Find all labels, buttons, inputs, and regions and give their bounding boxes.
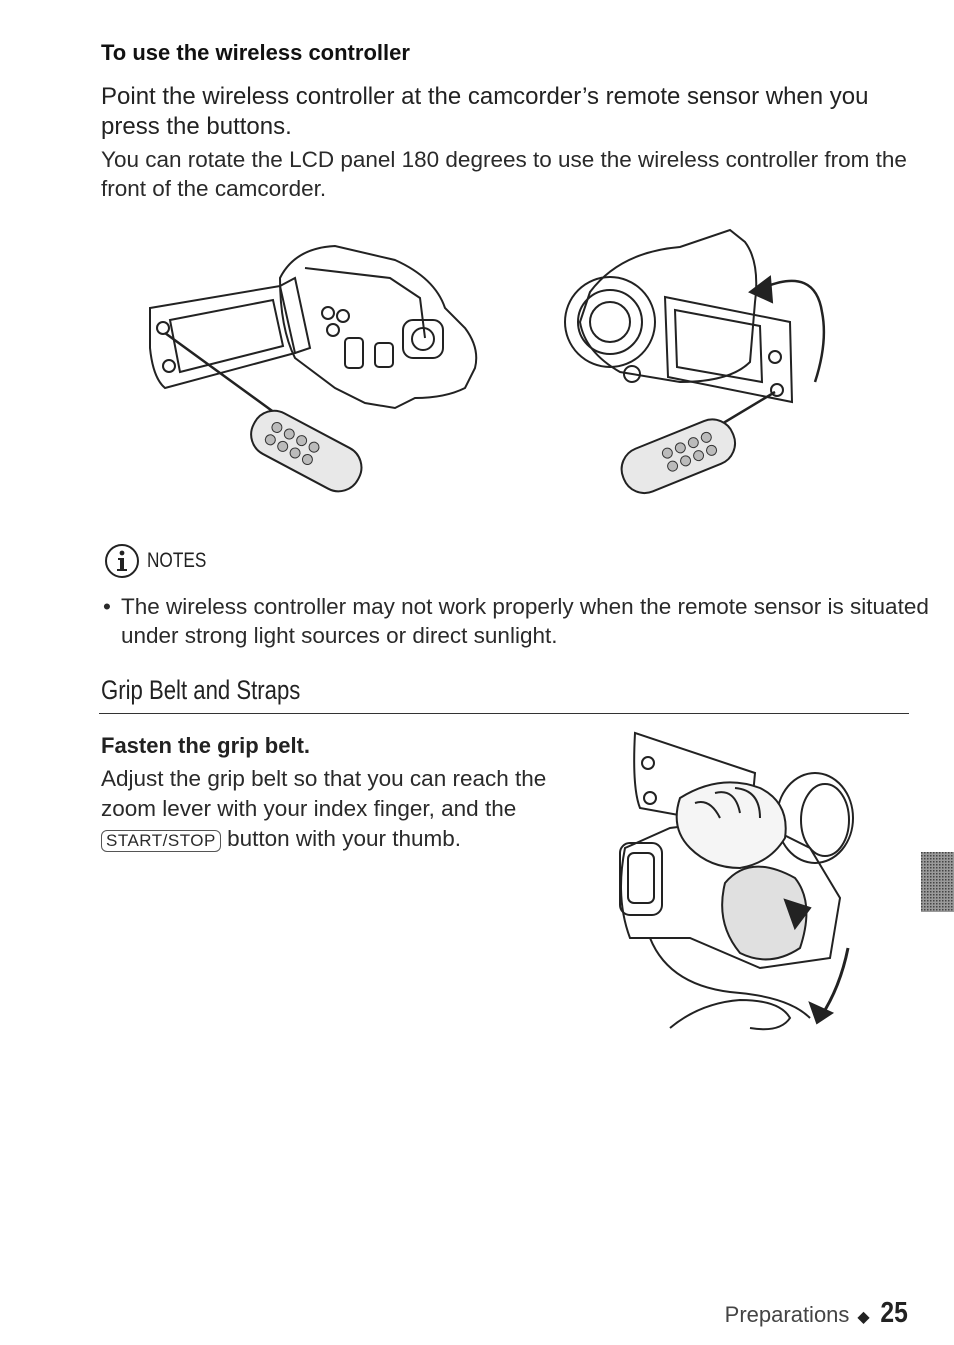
note-text: The wireless controller may not work pro… <box>121 594 929 648</box>
bullet: • <box>103 594 111 619</box>
grip-instruction-tail: button with your thumb. <box>227 826 462 851</box>
detail-paragraph: You can rotate the LCD panel 180 degrees… <box>101 147 907 201</box>
grip-instruction: Adjust the grip belt so that you can rea… <box>101 764 571 854</box>
intro-paragraph: Point the wireless controller at the cam… <box>101 83 869 140</box>
camcorder-remote-illustration-right <box>564 228 826 495</box>
grip-belt-illustration <box>619 731 854 1031</box>
footer-section-name: Preparations <box>724 1302 850 1327</box>
camcorder-remote-illustration-left <box>149 244 478 493</box>
grip-instruction-text: Adjust the grip belt so that you can rea… <box>101 766 547 821</box>
page-number: 25 <box>880 1297 908 1329</box>
chapter-tab <box>921 852 954 912</box>
section-heading: To use the wireless controller <box>101 40 410 65</box>
step-heading: Fasten the grip belt. <box>101 733 311 758</box>
note-item: • The wireless controller may not work p… <box>103 592 931 650</box>
start-stop-button-label: START/STOP <box>101 830 221 852</box>
notes-header: NOTES <box>103 541 219 581</box>
info-icon <box>105 544 139 578</box>
grip-section-heading: Grip Belt and Straps <box>101 675 301 705</box>
section-divider <box>99 713 909 714</box>
footer-separator: ◆ <box>857 1309 870 1326</box>
page-footer: Preparations ◆ 25 <box>725 1297 910 1330</box>
notes-title: NOTES <box>147 549 207 572</box>
